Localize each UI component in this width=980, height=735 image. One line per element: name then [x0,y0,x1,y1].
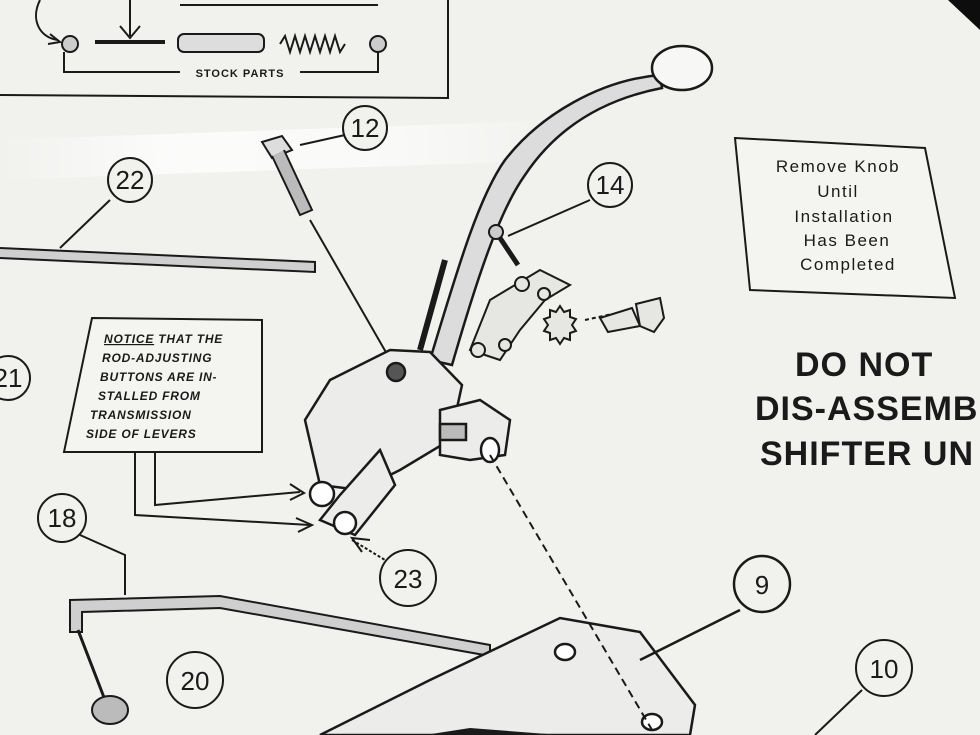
ball-part-2 [369,35,387,53]
callout-circle-14 [587,162,633,208]
rod-18-bushing [91,695,129,725]
rod-22 [0,247,316,274]
bolt-14-head [488,224,504,240]
rod-notice-line1: NOTICE THAT THE [104,332,223,346]
lever-body-plate [303,348,464,492]
knob-notice-line4: Has Been [804,231,891,250]
warning-line2: DIS-ASSEMBL [755,390,980,428]
detent-gear [542,304,578,346]
callout-20: 20 [181,666,210,696]
warning-line3: SHIFTER UN [760,435,974,473]
bolt-12-shank [271,149,314,217]
callout-circle-10 [855,639,913,697]
knob-notice-line3: Installation [794,207,893,226]
rod-button-upper [308,480,336,508]
detent-pin-cap [634,296,666,334]
stock-parts-bracket [63,50,379,73]
callout-9: 9 [755,570,769,600]
warning-line1: DO NOT [795,346,933,384]
callout-circle-9 [732,554,792,614]
rod-button-lower [332,510,358,536]
knob-notice-line5: Completed [800,255,896,274]
bottom-shadow [425,728,560,735]
callout-circle-18 [37,493,87,543]
callout-23: 23 [394,564,423,594]
rod-18 [69,594,491,658]
mounting-plate-9 [319,616,697,735]
knob-notice-box [733,136,957,300]
callout-21: 21 [0,363,22,393]
knob-notice-line2: Until [817,182,859,201]
callout-circle-22 [107,157,153,203]
callout-circle-21 [0,355,31,401]
knob-notice-line1: Remove Knob [776,157,900,176]
callout-circle-12 [342,105,388,151]
rod-notice-line4: STALLED FROM [98,389,201,403]
callout-circle-20 [166,651,224,709]
spring-part [279,32,346,56]
callout-10: 10 [870,654,899,684]
rod-notice-line3: BUTTONS ARE IN- [100,370,217,384]
rod-notice-box [62,316,263,453]
shift-knob [650,44,714,92]
callout-18: 18 [48,503,77,533]
shift-lever-arm [428,73,664,367]
stock-parts-label: STOCK PARTS [196,68,285,80]
callout-22: 22 [116,165,145,195]
callout-12: 12 [351,113,380,143]
bushing-part [177,33,265,53]
stock-parts-box [0,0,449,100]
rod-notice-line6: SIDE OF LEVERS [86,427,197,441]
rod-notice-line5: TRANSMISSION [90,408,192,422]
ball-part [61,35,79,53]
rod-notice-emphasis: NOTICE [104,332,154,346]
rod-notice-line1-rest: THAT THE [154,332,223,346]
callout-14: 14 [596,170,625,200]
callout-circle-23 [379,549,437,607]
rod-notice-line2: ROD-ADJUSTING [102,351,212,365]
